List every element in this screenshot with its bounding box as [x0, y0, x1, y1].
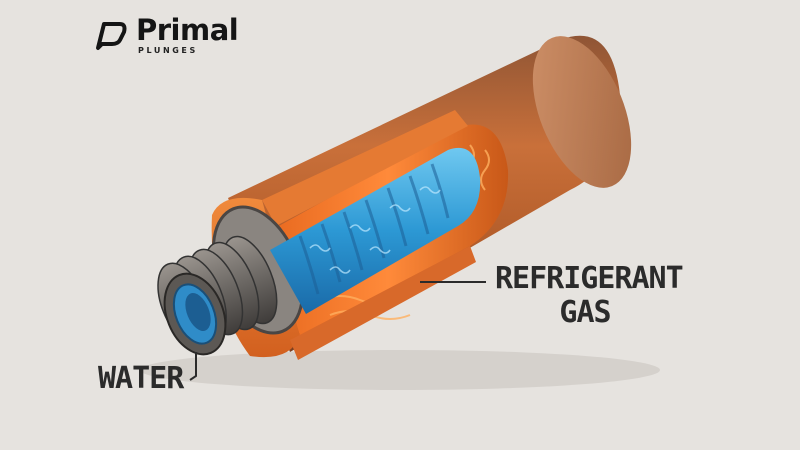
water-label: WATER: [98, 361, 184, 396]
tube-opening-depth: [185, 293, 211, 331]
brand-name: Primal: [136, 13, 239, 47]
primal-plunges-logo-icon: [96, 22, 127, 50]
refrigerant-gas-label: REFRIGERANT GAS: [495, 261, 684, 330]
brand-logo: Primal PLUNGES: [94, 13, 239, 55]
copper-cut-edge-bottom: [290, 246, 476, 360]
outer-shell-end-cap: [532, 36, 632, 188]
brand-subtitle: PLUNGES: [138, 46, 198, 55]
refrigerant-label-line2: GAS: [559, 294, 611, 330]
refrigerant-label-line1: REFRIGERANT: [495, 261, 684, 296]
tube-shadow: [140, 350, 660, 390]
water-wave-highlights: [309, 186, 441, 274]
water-leader-line: [189, 352, 197, 381]
copper-cut-edge: [262, 110, 468, 226]
